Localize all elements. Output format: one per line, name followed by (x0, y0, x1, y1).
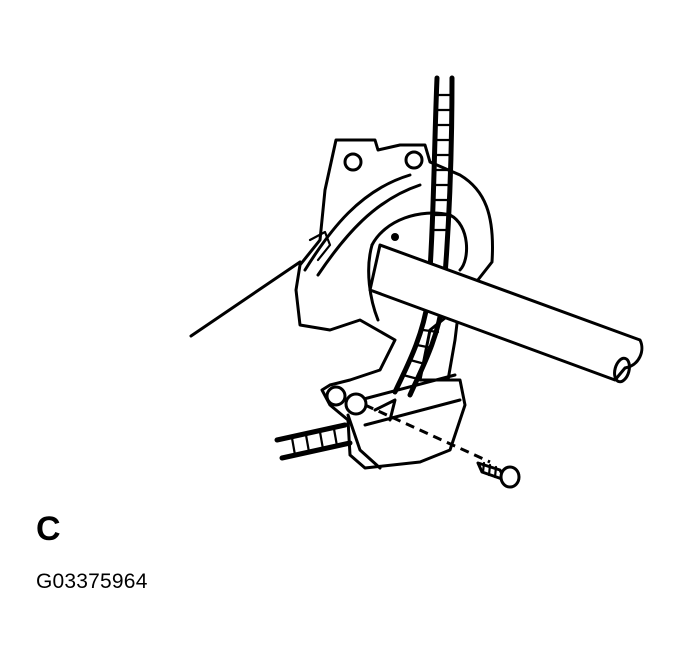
figure-id: G03375964 (36, 570, 148, 593)
screw-path-icon (364, 403, 491, 464)
leader-line-icon (189, 260, 302, 338)
rod-icon (368, 243, 644, 384)
screw-icon (476, 461, 521, 489)
callout-label: C (36, 510, 61, 548)
